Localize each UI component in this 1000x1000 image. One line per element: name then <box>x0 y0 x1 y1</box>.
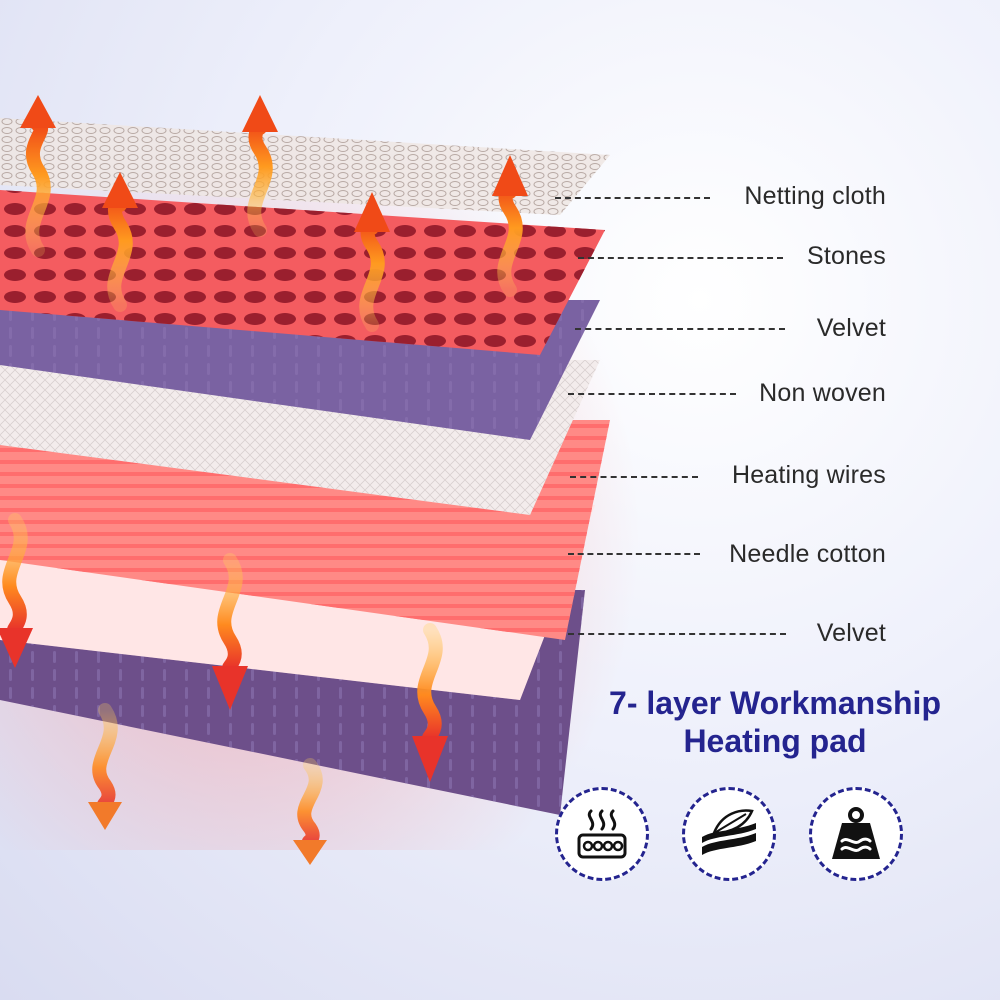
down-arrow-icon <box>0 513 33 668</box>
heat-waves-icon <box>577 809 627 859</box>
down-arrow-icon <box>212 553 248 710</box>
leader-line <box>568 553 700 555</box>
headline-line-1: 7- layer Workmanship <box>609 685 941 721</box>
leader-line <box>555 197 710 199</box>
heat-down-arrows <box>0 513 448 865</box>
heat-up-arrows <box>20 95 528 332</box>
layer-label: Velvet <box>816 314 886 342</box>
leader-line <box>568 633 786 635</box>
leader-line <box>568 393 736 395</box>
headline: 7- layer Workmanship Heating pad <box>560 684 990 760</box>
layer-label: Heating wires <box>731 461 886 489</box>
heat-waves-badge <box>555 787 649 881</box>
layer-label: Velvet <box>816 619 886 647</box>
leader-line <box>578 257 783 259</box>
up-arrow-icon <box>242 95 278 237</box>
down-arrow-icon <box>412 623 448 782</box>
down-arrow-icon <box>88 703 122 830</box>
down-arrow-icon <box>293 758 327 865</box>
layer-netting-cloth <box>0 118 610 215</box>
layer-label: Non woven <box>759 379 886 407</box>
up-arrow-icon <box>354 192 390 332</box>
weight-icon <box>832 807 880 859</box>
weight-badge <box>809 787 903 881</box>
layer-label: Netting cloth <box>744 182 886 210</box>
soft-feather-badge <box>682 787 776 881</box>
layer-label: Needle cotton <box>729 540 886 568</box>
leader-line <box>570 476 698 478</box>
layer-stones <box>0 190 605 355</box>
leader-line <box>575 328 785 330</box>
up-arrow-icon <box>492 155 528 297</box>
up-arrow-icon <box>20 95 56 257</box>
up-arrow-icon <box>102 172 138 312</box>
headline-line-2: Heating pad <box>683 723 867 759</box>
layer-label: Stones <box>806 242 886 270</box>
soft-feather-icon <box>702 809 756 855</box>
